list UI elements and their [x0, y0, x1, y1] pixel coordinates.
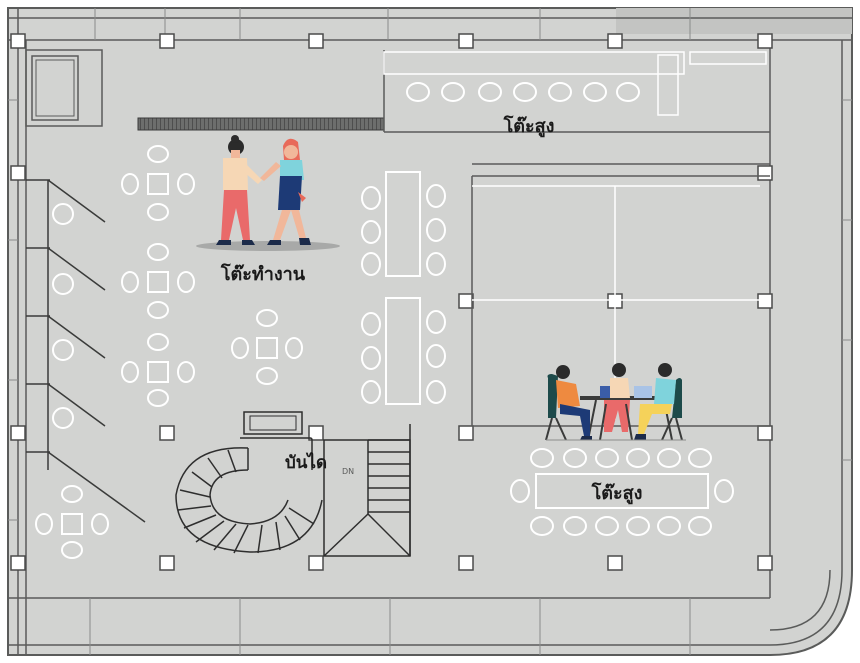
phone-booths [26, 179, 146, 523]
label-high-table-top: โต๊ะสูง [503, 115, 555, 138]
booth-chairs [52, 203, 74, 429]
air-vent [137, 117, 385, 131]
structural-columns [10, 33, 773, 571]
exterior-walls [8, 8, 852, 655]
meeting-group-illustration [545, 363, 686, 441]
lounge-tables [35, 145, 303, 559]
work-desks [361, 171, 446, 405]
label-work-desk: โต๊ะทำงาน [220, 263, 306, 285]
spiral-staircase [175, 411, 323, 554]
meeting-table [510, 448, 734, 536]
handshake-illustration [196, 135, 340, 251]
label-stairs: บันได [285, 452, 327, 473]
label-high-table-meeting: โต๊ะสูง [591, 482, 643, 505]
elevator [25, 49, 103, 127]
straight-staircase [323, 424, 411, 557]
stair-direction-text: DN [342, 467, 354, 476]
top-counter-zone [383, 50, 770, 133]
top-counter-chairs [406, 82, 640, 102]
